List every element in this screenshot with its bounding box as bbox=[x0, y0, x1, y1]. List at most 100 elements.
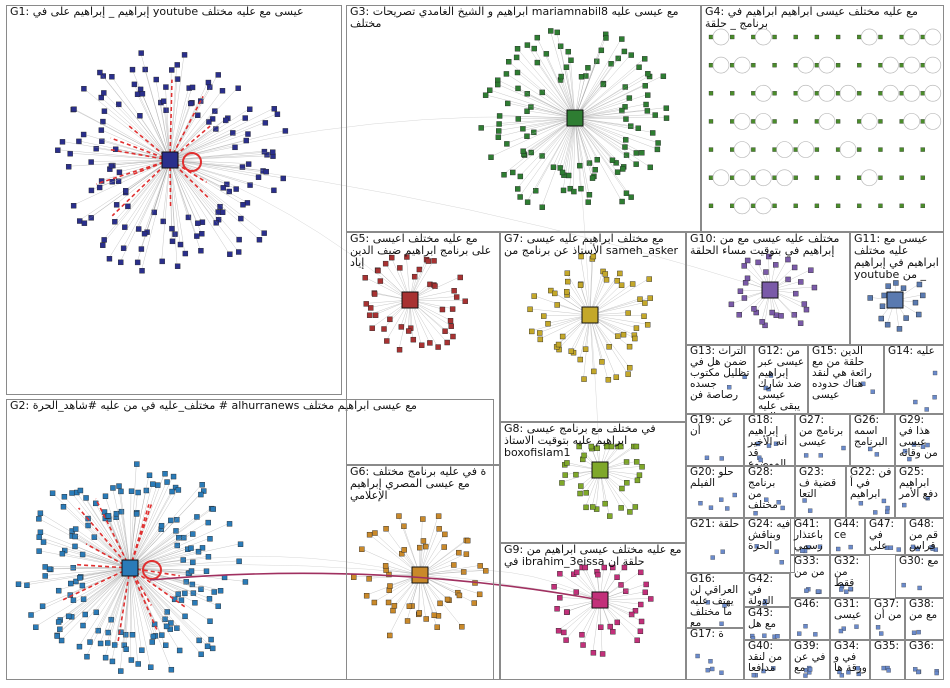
node bbox=[442, 328, 448, 334]
node bbox=[861, 381, 866, 387]
edge bbox=[124, 159, 171, 227]
group-label: G38: مع من bbox=[909, 598, 938, 621]
node bbox=[643, 101, 649, 108]
node bbox=[620, 166, 626, 172]
node bbox=[514, 69, 521, 76]
group-label: G24: فيه وبناقش الحرة bbox=[748, 518, 791, 552]
node bbox=[555, 341, 562, 348]
self-loop bbox=[860, 113, 878, 130]
group-panel-g40: G40: من لنقد مدافعا bbox=[744, 640, 790, 680]
node bbox=[212, 108, 218, 114]
group-panel-g2: G2: مختلف_عليه في من عليه #شاهد_الحرة # … bbox=[6, 399, 494, 680]
node bbox=[220, 185, 226, 191]
edge bbox=[592, 599, 601, 653]
node bbox=[168, 517, 174, 524]
edge bbox=[169, 159, 236, 189]
node bbox=[563, 609, 570, 615]
edge bbox=[129, 475, 174, 569]
edge bbox=[161, 159, 171, 261]
node bbox=[247, 106, 253, 112]
node bbox=[385, 599, 392, 606]
node bbox=[105, 513, 112, 519]
node bbox=[233, 186, 239, 192]
edge bbox=[129, 567, 171, 623]
edge bbox=[129, 543, 241, 569]
node bbox=[247, 182, 253, 188]
node bbox=[524, 42, 531, 48]
node bbox=[578, 253, 584, 260]
node bbox=[464, 537, 471, 544]
node bbox=[881, 498, 887, 504]
node bbox=[112, 219, 118, 225]
node bbox=[633, 161, 639, 167]
node bbox=[594, 157, 600, 163]
node bbox=[603, 277, 610, 283]
node bbox=[372, 530, 378, 536]
node bbox=[131, 81, 138, 88]
node bbox=[633, 325, 640, 331]
node bbox=[42, 573, 48, 579]
node bbox=[896, 547, 901, 552]
node bbox=[835, 34, 841, 40]
node bbox=[648, 596, 654, 602]
edge bbox=[589, 314, 628, 374]
node bbox=[366, 531, 373, 538]
node bbox=[139, 647, 145, 653]
node bbox=[632, 504, 639, 510]
edge bbox=[574, 117, 588, 202]
self-loop bbox=[712, 28, 730, 46]
edge bbox=[106, 567, 131, 643]
edge bbox=[498, 117, 576, 131]
node bbox=[779, 560, 784, 565]
group-panel-g7: G7: مع مختلف ابراهيم عليه عيسى الأستاذ ع… bbox=[500, 232, 686, 422]
edge bbox=[136, 93, 171, 161]
node bbox=[383, 526, 389, 532]
node bbox=[116, 101, 122, 108]
node bbox=[176, 647, 183, 654]
node bbox=[271, 106, 277, 112]
node bbox=[435, 513, 442, 519]
self-loop bbox=[776, 141, 793, 158]
edge bbox=[155, 79, 171, 161]
node bbox=[76, 643, 83, 650]
node bbox=[633, 459, 640, 465]
edge bbox=[44, 567, 131, 576]
node bbox=[151, 209, 157, 216]
self-loop bbox=[755, 169, 772, 187]
node bbox=[444, 339, 450, 346]
group-label: G30: مع bbox=[899, 555, 939, 567]
node bbox=[123, 188, 129, 194]
node bbox=[917, 585, 922, 591]
node bbox=[623, 588, 629, 594]
node bbox=[814, 147, 820, 152]
node bbox=[623, 116, 629, 122]
node bbox=[766, 253, 772, 260]
node bbox=[199, 545, 206, 551]
edge bbox=[550, 30, 576, 119]
edge bbox=[419, 518, 423, 576]
node bbox=[125, 203, 131, 210]
group-label: G42: في الدولة bbox=[748, 573, 774, 607]
group-label: G9: مع عليه مختلف عيسى ابراهيم من في ibr… bbox=[504, 543, 682, 568]
node bbox=[813, 632, 818, 637]
group-graph-g3 bbox=[478, 28, 670, 210]
node bbox=[174, 263, 181, 269]
edge-highlight bbox=[129, 567, 187, 609]
node bbox=[510, 169, 516, 176]
node bbox=[618, 505, 624, 511]
node bbox=[585, 199, 591, 205]
node bbox=[243, 137, 249, 144]
node bbox=[238, 215, 244, 222]
node bbox=[531, 293, 537, 299]
node bbox=[169, 488, 175, 495]
edge bbox=[516, 48, 576, 119]
node bbox=[188, 568, 195, 574]
group-label: G32: من ققط bbox=[834, 555, 860, 589]
node bbox=[135, 661, 141, 667]
edge bbox=[574, 117, 631, 197]
node bbox=[875, 625, 881, 630]
edge bbox=[570, 59, 576, 119]
edge bbox=[56, 567, 131, 636]
node bbox=[98, 178, 105, 184]
edge bbox=[169, 159, 230, 254]
